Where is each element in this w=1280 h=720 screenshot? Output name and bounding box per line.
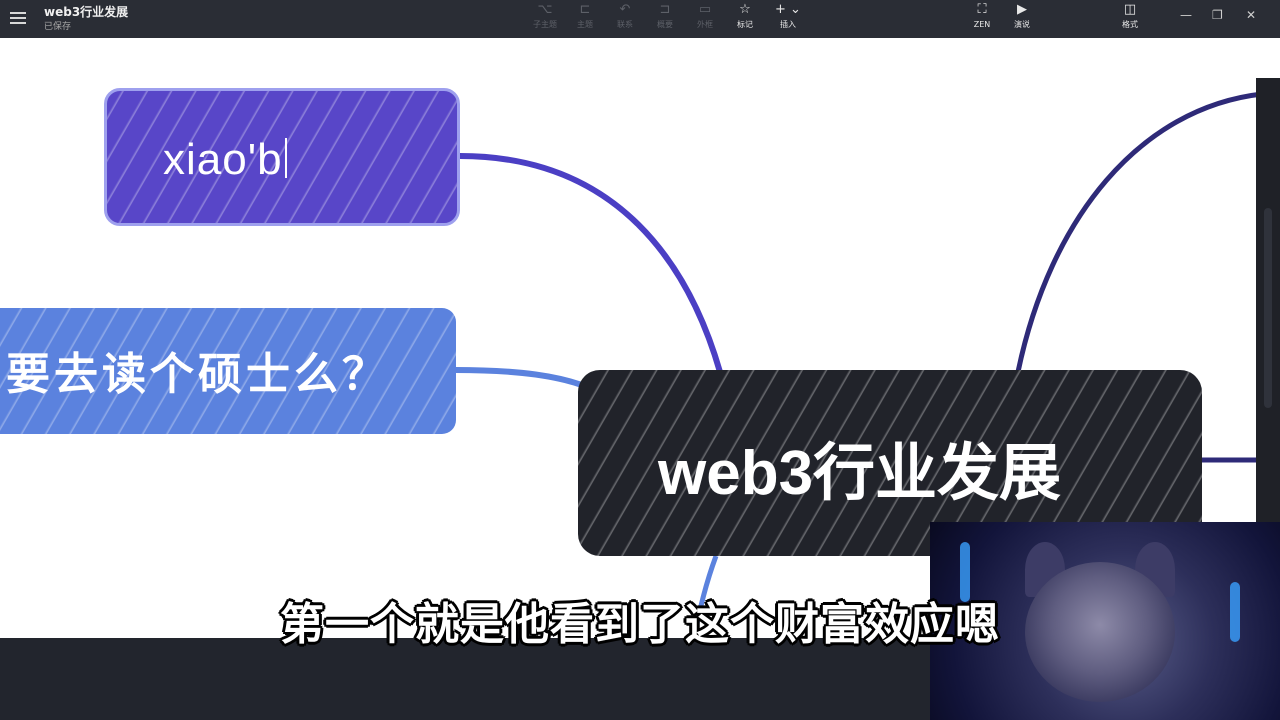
summary-icon: ⊐ xyxy=(659,2,671,17)
panel-icon: ◫ xyxy=(1123,2,1137,17)
format-button[interactable]: ◫ 格式 xyxy=(1110,2,1150,36)
link-to-upper-right-topic xyxy=(1015,91,1265,375)
maximize-icon[interactable]: ❐ xyxy=(1212,8,1223,22)
question-topic-text: 要去读个硕士么？ xyxy=(6,349,390,400)
link-to-lower-topic xyxy=(691,555,719,638)
boundary-button[interactable]: ▭ 外框 xyxy=(685,2,725,36)
link-to-editing-topic xyxy=(457,153,723,375)
central-topic-text: web3行业发展 xyxy=(658,439,1062,508)
fullscreen-icon: ⛶ xyxy=(977,2,987,17)
neon-light-decoration xyxy=(960,542,970,602)
insert-button[interactable]: + ⌄ 插入 xyxy=(768,2,808,36)
marker-button[interactable]: ☆ 标记 xyxy=(725,2,765,36)
question-topic-node[interactable]: 要去读个硕士么？ xyxy=(0,308,456,434)
text-caret xyxy=(284,138,287,178)
present-button[interactable]: ▶ 演说 xyxy=(1002,2,1042,36)
presenter-avatar xyxy=(1025,562,1175,702)
top-toolbar: web3行业发展 已保存 ⌥ 子主题 ⊏ 主题 ↶ 联系 ⊐ 概要 ▭ 外框 ☆… xyxy=(0,0,1280,38)
plus-icon: + ⌄ xyxy=(775,2,801,17)
star-icon: ☆ xyxy=(739,2,751,17)
link-to-question-topic xyxy=(452,367,593,391)
save-status: 已保存 xyxy=(44,22,72,32)
boundary-icon: ▭ xyxy=(698,2,712,17)
subtopic-icon: ⌥ xyxy=(537,2,553,17)
zen-button[interactable]: ⛶ ZEN xyxy=(962,2,1002,36)
relationship-button[interactable]: ↶ 联系 xyxy=(605,2,645,36)
topic-button[interactable]: ⊏ 主题 xyxy=(565,2,605,36)
branch-connectors xyxy=(452,91,1265,638)
video-subtitle: 第一个就是他看到了这个财富效应嗯 xyxy=(280,599,1000,650)
neon-light-decoration xyxy=(1230,582,1240,642)
topic-text-input[interactable]: xiao'b xyxy=(163,135,287,185)
topic-icon: ⊏ xyxy=(579,2,591,17)
document-title[interactable]: web3行业发展 xyxy=(44,5,129,19)
hamburger-menu-icon[interactable] xyxy=(10,9,26,25)
presenter-webcam xyxy=(930,522,1280,720)
editing-topic-node[interactable]: xiao'b xyxy=(104,88,460,226)
subtopic-button[interactable]: ⌥ 子主题 xyxy=(525,2,565,36)
minimize-icon[interactable]: — xyxy=(1180,8,1192,22)
editing-topic-text: xiao'b xyxy=(163,135,283,184)
play-icon: ▶ xyxy=(1017,2,1027,17)
summary-button[interactable]: ⊐ 概要 xyxy=(645,2,685,36)
scrollbar-thumb[interactable] xyxy=(1264,208,1272,408)
close-icon[interactable]: ✕ xyxy=(1246,8,1257,22)
relationship-icon: ↶ xyxy=(619,2,631,17)
